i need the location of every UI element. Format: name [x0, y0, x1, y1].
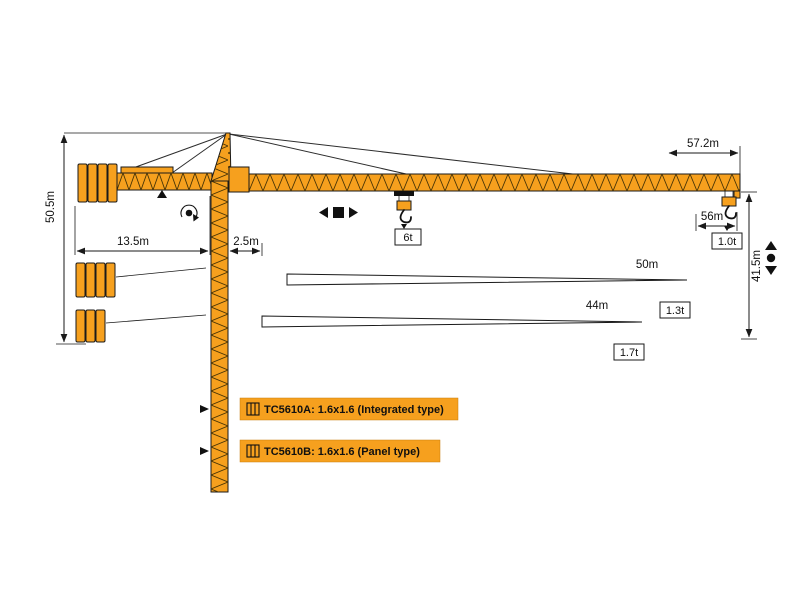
- counterweight-slab: [75, 262, 86, 298]
- jib44-label: 44m: [586, 300, 608, 312]
- counter-jib-radius-label: 13.5m: [117, 236, 149, 248]
- trolley-hook-mid: [394, 191, 414, 229]
- cab-position-marker: [157, 190, 167, 198]
- counterweight-slab: [107, 163, 118, 203]
- counterweight-slab: [77, 163, 88, 203]
- down-arrow-icon: [401, 224, 407, 229]
- hoisting-icon: [765, 241, 777, 275]
- counterweight-slab: [97, 163, 108, 203]
- mast-section-icon: [246, 444, 260, 458]
- down-arrow-icon: [724, 226, 730, 231]
- hook-height-label: 41.5m: [751, 250, 763, 282]
- load-tip44-text: 1.7t: [620, 347, 638, 359]
- load-tip56-text: 1.0t: [718, 236, 736, 248]
- mast-pointer-arrow-b: [200, 447, 209, 455]
- counterweight-slab: [85, 262, 96, 298]
- counterweight-stack-44m: [75, 309, 207, 343]
- load-tip50-text: 1.3t: [666, 305, 684, 317]
- counterweight-slab: [87, 163, 98, 203]
- counterweight-slab: [95, 262, 106, 298]
- trolley-travel-icon: [319, 207, 358, 218]
- tower-apex: [210, 132, 232, 182]
- jib-profile-50m: 50m: [286, 259, 688, 286]
- dim-slew-offset: 2.5m: [229, 236, 263, 256]
- jib50-label: 50m: [636, 259, 658, 271]
- counterweight-slab: [75, 309, 86, 343]
- load-label-tip44: 1.7t: [613, 343, 645, 361]
- load-label-tip50: 1.3t: [659, 301, 691, 319]
- jib-profile-44m: 44m: [261, 300, 643, 328]
- jib: [228, 166, 741, 199]
- jib-tip-piece: [733, 190, 741, 199]
- dim-max-radius: 56m: [695, 211, 738, 231]
- tower-mast: [210, 180, 229, 493]
- total-length-label: 57.2m: [687, 138, 719, 150]
- model-a-text: TC5610A: 1.6x1.6 (Integrated type): [264, 404, 444, 416]
- counterweight-slab: [95, 309, 106, 343]
- counter-jib-railing: [120, 166, 174, 174]
- counterweight-stack-50m: [75, 262, 207, 298]
- counterweight-slab: [105, 262, 116, 298]
- tower-height-label: 50.5m: [45, 191, 57, 223]
- model-label-panel: TC5610B: 1.6x1.6 (Panel type): [239, 439, 441, 463]
- dim-hook-height: 41.5m: [741, 191, 763, 340]
- load-label-mid: 6t: [394, 228, 422, 246]
- load-mid-text: 6t: [403, 232, 412, 244]
- jib-root-section: [228, 166, 250, 193]
- mast-section-icon: [246, 402, 260, 416]
- dim-total-length: 57.2m: [668, 138, 741, 183]
- mast-pointer-arrow-a: [200, 405, 209, 413]
- max-radius-label: 56m: [701, 211, 723, 223]
- slew-offset-label: 2.5m: [233, 236, 259, 248]
- tip-hook: [721, 191, 737, 231]
- load-label-tip56: 1.0t: [711, 232, 743, 250]
- pendant-lines: [121, 133, 591, 177]
- dim-tower-height: 50.5m: [45, 132, 230, 345]
- counterweight-slab: [85, 309, 96, 343]
- slewing-icon: [180, 204, 199, 222]
- model-b-text: TC5610B: 1.6x1.6 (Panel type): [264, 446, 420, 458]
- dim-counter-jib: 13.5m: [74, 196, 211, 255]
- counter-jib: [116, 166, 213, 198]
- counterweight-stack-mounted: [77, 163, 118, 203]
- model-label-integrated: TC5610A: 1.6x1.6 (Integrated type): [239, 397, 459, 421]
